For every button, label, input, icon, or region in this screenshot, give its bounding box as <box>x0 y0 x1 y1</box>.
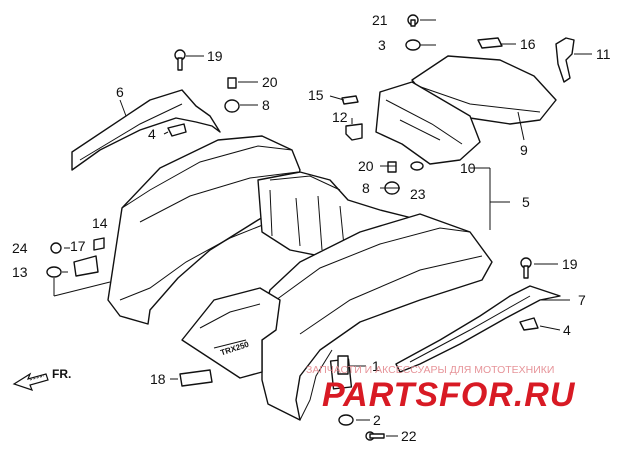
callout-9: 9 <box>520 142 528 158</box>
callout-16: 16 <box>520 36 536 52</box>
callout-19-top: 19 <box>207 48 223 64</box>
leader-lines <box>53 19 592 437</box>
callout-13: 13 <box>12 264 28 280</box>
callout-5: 5 <box>522 194 530 210</box>
watermark-tagline: ЗАПЧАСТИ И АКСЕССУАРЫ ДЛЯ МОТОТЕХНИКИ <box>306 364 554 376</box>
callout-2: 2 <box>373 412 381 428</box>
part-12-bracket <box>345 123 363 141</box>
callout-17: 17 <box>70 238 86 254</box>
callout-22: 22 <box>401 428 417 444</box>
callout-3: 3 <box>378 37 386 53</box>
callout-18: 18 <box>150 371 166 387</box>
callout-8-mid: 8 <box>362 180 370 196</box>
callout-4-left: 4 <box>148 126 156 142</box>
callout-19-right: 19 <box>562 256 578 272</box>
front-label: FR. <box>52 367 71 381</box>
callout-12: 12 <box>332 109 348 125</box>
watermark: ЗАПЧАСТИ И АКСЕССУАРЫ ДЛЯ МОТОТЕХНИКИ PA… <box>306 364 576 414</box>
callout-20-mid: 20 <box>358 158 374 174</box>
callout-7: 7 <box>578 292 586 308</box>
callout-23: 23 <box>410 186 426 202</box>
callout-11: 11 <box>596 46 611 62</box>
part-6-left-strip <box>71 89 221 171</box>
callout-4-right: 4 <box>563 322 571 338</box>
part-11-latch <box>555 37 575 83</box>
rear-fender-body: TRX250 <box>107 135 493 421</box>
callouts: 1 2 3 4 4 5 6 7 8 8 9 10 11 12 13 14 15 … <box>12 12 611 444</box>
callout-20-top: 20 <box>262 74 278 90</box>
front-direction-arrow: FR. <box>12 367 71 391</box>
callout-10: 10 <box>460 160 476 176</box>
callout-21: 21 <box>372 12 388 28</box>
part-7-right-strip <box>395 285 561 373</box>
callout-15: 15 <box>308 87 324 103</box>
callout-14: 14 <box>92 215 108 231</box>
callout-6: 6 <box>116 84 124 100</box>
watermark-brand: PARTSFOR.RU <box>322 376 576 414</box>
callout-24: 24 <box>12 240 28 256</box>
part-10-tray-box <box>375 81 481 165</box>
callout-1: 1 <box>372 358 380 374</box>
callout-8-top: 8 <box>262 97 270 113</box>
